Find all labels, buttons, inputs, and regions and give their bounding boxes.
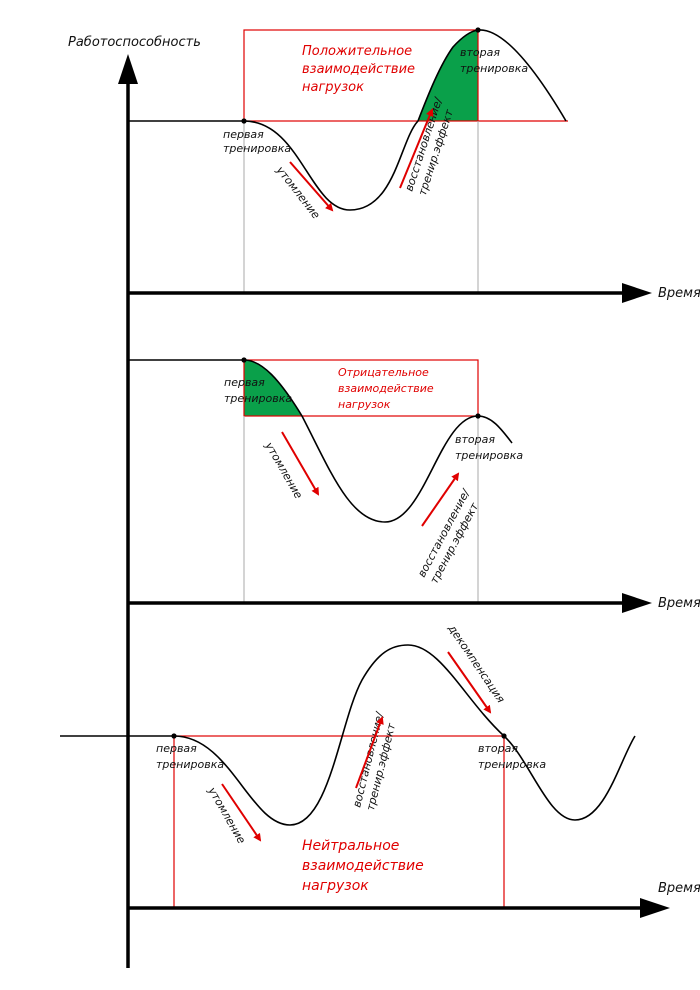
first-training-point-3 (171, 733, 177, 739)
positive-interaction-box (243, 29, 479, 122)
x-axis-2-arrowhead (622, 593, 652, 613)
negative-effect-area (244, 360, 302, 416)
first-training-point-2 (241, 357, 247, 363)
positive-title: Положительное взаимодействие нагрузок (302, 44, 419, 95)
panel-negative: Время Отрицательное взаимодействие нагру… (128, 357, 700, 613)
second-training-point-3 (501, 733, 507, 739)
second-training-point (475, 27, 481, 33)
panel-neutral: Время Нейтральное взаимодействие нагрузо… (60, 622, 700, 918)
second-training-label-3: вторая тренировка (478, 742, 546, 771)
fatigue-arrow-3 (221, 783, 262, 842)
panel-positive: Время Положительное взаимодействие нагру… (128, 27, 700, 303)
recovery-arrow-3 (355, 716, 384, 789)
x-axis-3-label: Время (658, 881, 700, 896)
fatigue-label-2: утомление (262, 439, 305, 501)
fatigue-arrow (289, 161, 334, 212)
second-training-label-2: вторая тренировка (455, 433, 523, 462)
fatigue-label-3: утомление (205, 784, 248, 846)
fatigue-arrow-2 (281, 431, 320, 496)
positive-effect-area (418, 30, 478, 121)
y-axis-arrowhead (118, 54, 138, 84)
x-axis-2-label: Время (658, 596, 700, 611)
neutral-title: Нейтральное взаимодействие нагрузок (302, 838, 428, 894)
x-axis-1-label: Время (658, 286, 700, 301)
first-training-label-3: первая тренировка (156, 742, 224, 771)
negative-title: Отрицательное взаимодействие нагрузок (338, 366, 437, 411)
recovery-label-2: восстановление/ тренир.эффект (415, 484, 486, 586)
performance-curve-neutral (60, 644, 636, 826)
x-axis-3-arrowhead (640, 898, 670, 918)
negative-interaction-box (243, 359, 479, 417)
second-training-point-2 (475, 413, 481, 419)
second-training-label: вторая тренировка (460, 46, 528, 75)
recovery-arrow-2 (421, 472, 460, 527)
first-training-point (241, 118, 247, 124)
y-axis-label: Работоспособность (68, 35, 201, 50)
first-training-label-2: первая тренировка (224, 376, 292, 405)
performance-curve-positive (128, 29, 567, 211)
recovery-label-3: восстановление/ тренир.эффект (350, 708, 401, 813)
first-training-label: первая тренировка (223, 128, 291, 155)
decompensation-arrow (447, 651, 492, 714)
recovery-arrow (399, 108, 434, 189)
x-axis-1-arrowhead (622, 283, 652, 303)
